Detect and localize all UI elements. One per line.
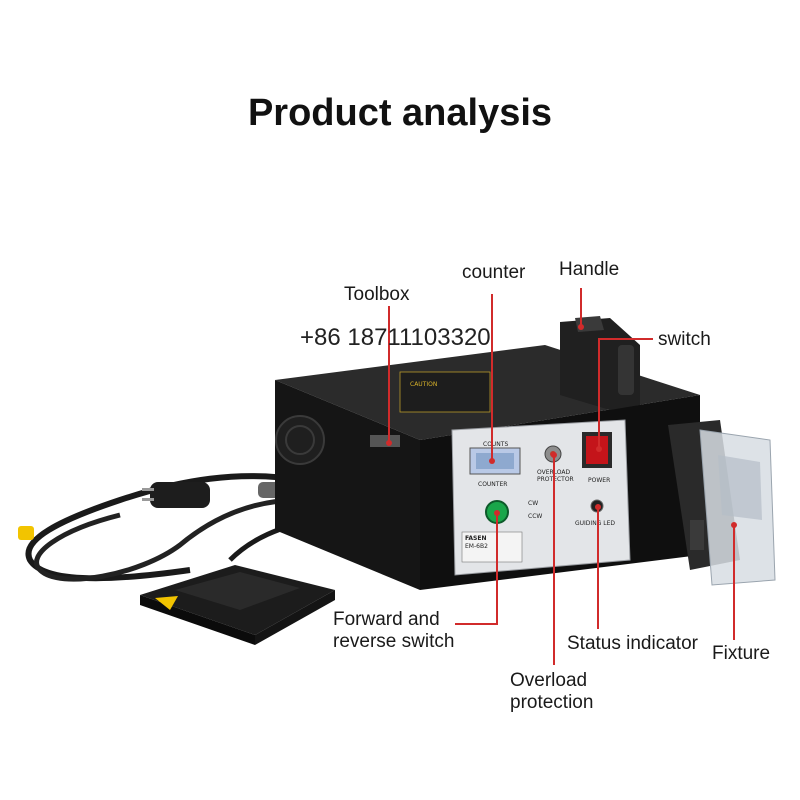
- status-indicator-pointer: [595, 504, 601, 510]
- fixture-label: Fixture: [712, 643, 771, 664]
- forward-reverse-leader-v: [496, 514, 498, 624]
- overload-protector-label-2: PROTECTOR: [537, 476, 574, 483]
- counter-label: counter: [462, 262, 526, 283]
- cw-label: CW: [528, 500, 538, 507]
- model-label: EM-6B2: [465, 543, 488, 550]
- page-title: Product analysis: [247, 92, 553, 134]
- counts-label: COUNTS: [483, 441, 508, 448]
- handle-pointer: [578, 324, 584, 330]
- handle: [560, 316, 640, 410]
- counter-leader: [491, 294, 493, 462]
- forward-reverse-label-line2: reverse switch: [333, 631, 455, 652]
- phone-number: +86 18711103320: [300, 324, 491, 351]
- handle-label: Handle: [559, 259, 620, 280]
- caution-label: CAUTION: [410, 381, 437, 388]
- switch-pointer: [596, 446, 602, 452]
- power-plug: [142, 482, 210, 508]
- forward-reverse-leader-h: [455, 623, 498, 625]
- overload-pointer: [551, 452, 557, 458]
- fixture-leader: [733, 525, 735, 640]
- ccw-label: CCW: [528, 513, 542, 520]
- handle-leader: [580, 288, 582, 328]
- status-indicator-leader: [597, 507, 599, 629]
- control-panel: COUNTS COUNTER OVERLOAD PROTECTOR POWER …: [451, 419, 631, 576]
- foot-pedal: [140, 565, 335, 645]
- status-indicator-label: Status indicator: [567, 633, 698, 654]
- brand-label: FASEN: [465, 535, 487, 542]
- overload-leader: [553, 455, 555, 665]
- overload-label-line2: protection: [510, 692, 594, 713]
- switch-label: switch: [658, 329, 711, 350]
- switch-leader-v: [598, 338, 600, 448]
- switch-leader-h: [598, 338, 653, 340]
- fixture-pointer: [731, 522, 737, 528]
- power-label: POWER: [588, 477, 610, 484]
- counter-device-label: COUNTER: [478, 481, 507, 488]
- toolbox-leader: [388, 306, 390, 444]
- overload-label-line1: Overload: [510, 670, 588, 691]
- pedal-cable: [34, 497, 301, 582]
- fixture: [668, 420, 776, 586]
- guiding-led-label: GUIDING LED: [575, 520, 615, 527]
- forward-reverse-label-line1: Forward and: [333, 609, 440, 630]
- counter-pointer: [489, 458, 495, 464]
- toolbox-pointer: [386, 440, 392, 446]
- forward-reverse-pointer: [494, 510, 500, 516]
- toolbox-label: Toolbox: [344, 284, 410, 305]
